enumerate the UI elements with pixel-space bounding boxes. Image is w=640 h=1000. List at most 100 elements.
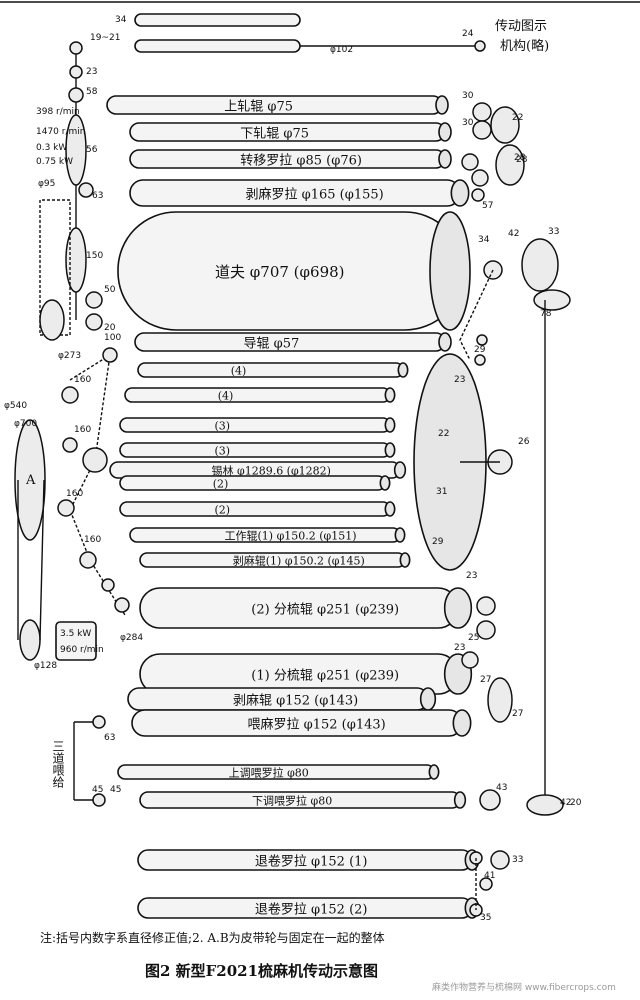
gear-number-27: 45	[110, 785, 121, 795]
gear-number-41: 78	[540, 309, 552, 319]
doffer-cylinder	[117, 211, 471, 331]
pulley-b	[19, 619, 41, 661]
gear-number-36: 41	[484, 871, 495, 881]
roll-end-doff	[452, 709, 472, 737]
roll-end-w4a	[397, 362, 409, 378]
gear-number-18: 100	[104, 333, 121, 343]
roll-label-s1: 剥麻辊(1) φ150.2 (φ145)	[233, 554, 365, 568]
gear-b	[69, 65, 83, 79]
rg-4	[471, 169, 489, 187]
rg-25	[476, 620, 496, 640]
roll-end-licker	[438, 149, 452, 169]
gear-number-0: 23	[86, 67, 97, 77]
roll-label-out2: 退卷罗拉 φ152 (2)	[255, 902, 368, 918]
gear-number-25: 31	[436, 487, 447, 497]
roll-end-feed-bottom	[438, 122, 452, 142]
gear-number-22: 160	[84, 535, 101, 545]
side-label: 三道喂给	[51, 740, 65, 788]
gear-number-37: 35	[480, 913, 491, 923]
rg-43	[479, 789, 501, 811]
header-roll-top	[134, 13, 301, 27]
gear-number-2: 56	[86, 145, 98, 155]
num-34: 34	[115, 15, 127, 25]
gear-number-10: 22	[512, 113, 523, 123]
rg-23	[476, 596, 496, 616]
roll-label-feed-bottom: 下轧辊 φ75	[240, 127, 309, 142]
roll-label-strip2: 剥麻辊 φ152 (φ143)	[233, 694, 358, 709]
gear-small	[101, 578, 115, 592]
roll-w2a	[119, 475, 386, 491]
roll-label-w3a: (3)	[215, 420, 231, 433]
roll-end-down	[453, 791, 467, 809]
roll-label-down: 下调喂罗拉 φ80	[252, 794, 332, 808]
gear-number-14: 34	[478, 235, 490, 245]
num-19-21: 19~21	[90, 33, 120, 43]
pulley-label-a: A	[25, 473, 36, 488]
drive-label: 传动图示	[495, 19, 547, 34]
roll-w3b	[119, 442, 391, 458]
motor-kw: 3.5 kW	[60, 629, 91, 639]
pulley-273	[39, 299, 65, 341]
rg-57	[471, 188, 485, 202]
gear-284	[114, 597, 130, 613]
phi284: φ284	[120, 633, 143, 643]
pulley-ab: A φ540 φ700 φ128 3.5 kW 960 r/min φ284	[4, 401, 143, 671]
gear-number-19: 160	[74, 375, 91, 385]
gear-number-24: 22	[438, 429, 449, 439]
roll-end-comb	[438, 332, 452, 352]
roll-label-w4b: (4)	[218, 390, 234, 403]
worker-belt-chain	[57, 347, 130, 616]
roll-label-out1: 退卷罗拉 φ152 (1)	[255, 854, 368, 870]
phi95: φ95	[38, 179, 55, 189]
header-gear	[474, 40, 486, 52]
phi540: φ540	[4, 401, 27, 411]
gear-number-5: 50	[104, 285, 116, 295]
gear-number-34: 43	[496, 783, 507, 793]
gear-number-16: 27	[512, 709, 523, 719]
roll-end-main	[393, 461, 407, 479]
belt-ab-right	[39, 479, 45, 641]
gear-d	[65, 114, 87, 186]
roll-label-div1: (1) 分梳辊 φ251 (φ239)	[251, 669, 399, 684]
gear-number-33: 45	[92, 785, 103, 795]
header-roll-group: 34 19~21 φ102 24 传动图示 机构(略)	[90, 13, 549, 55]
rg-42	[521, 238, 559, 292]
roll-label-strip: 剥麻罗拉 φ165 (φ155)	[246, 188, 384, 203]
roll-end-div2	[443, 587, 473, 629]
gear-63b	[92, 715, 106, 729]
roll-end-w2b	[384, 501, 396, 517]
gear-c	[68, 87, 84, 103]
rg-29	[474, 354, 486, 366]
rg-1	[472, 102, 492, 122]
rg-20	[476, 334, 488, 346]
footnote: 注:括号内数字系直径修正值;2. A.B为皮带轮与固定在一起的整体	[40, 930, 385, 945]
gear-number-40: 20	[570, 798, 582, 808]
num-24: 24	[462, 29, 474, 39]
gear-number-9: 30	[462, 118, 474, 128]
gear-number-39: 42	[560, 798, 571, 808]
roll-end-s1	[399, 552, 411, 568]
phi700: φ700	[14, 419, 37, 429]
roll-label-feed-top: 上轧辊 φ75	[224, 100, 293, 115]
gear-number-6: 20	[104, 323, 116, 333]
gear-g	[85, 291, 103, 309]
roll-end-w1	[394, 527, 406, 543]
roll-end-w3a	[384, 417, 396, 433]
roll-label-w2b: (2)	[215, 504, 231, 517]
gear-number-3: 63	[92, 191, 103, 201]
roll-label-w3b: (3)	[215, 445, 231, 458]
gear-number-23: 23	[454, 375, 465, 385]
rg-28	[495, 144, 525, 186]
gear-number-26: 29	[432, 537, 444, 547]
gear-number-17: 29	[474, 345, 486, 355]
phi273: φ273	[58, 351, 81, 361]
gear-number-35: 33	[512, 855, 523, 865]
phi128: φ128	[34, 661, 57, 671]
rg-41	[490, 850, 510, 870]
roll-label-w1: 工作辊(1) φ150.2 (φ151)	[225, 529, 357, 543]
roll-label-w2a: (2)	[213, 478, 229, 491]
roll-label-comb: 导辊 φ57	[244, 337, 300, 352]
rpm: 398 r/min	[36, 107, 80, 117]
